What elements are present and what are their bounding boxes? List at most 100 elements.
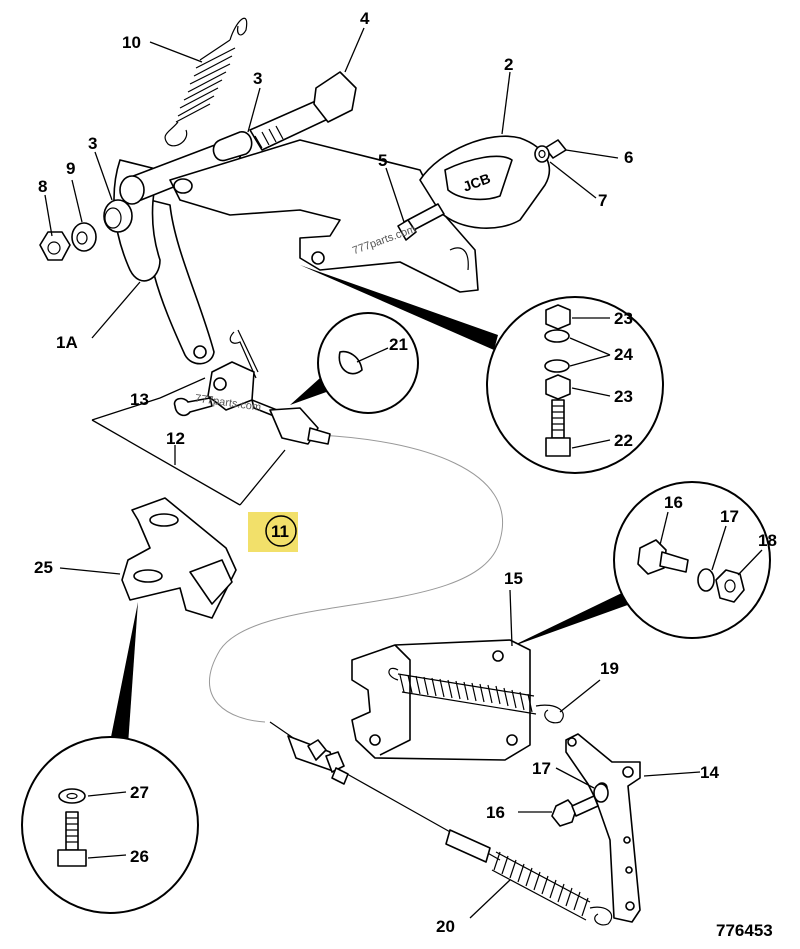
spring-19-hook-left bbox=[388, 667, 399, 681]
detail-22-ring bbox=[486, 296, 664, 474]
pedal-body-hole bbox=[173, 178, 193, 194]
pedal-assembly: JCB bbox=[39, 17, 567, 365]
callout-26: 26 bbox=[130, 847, 149, 866]
bolt-16b-shank bbox=[571, 795, 599, 817]
callout-6: 6 bbox=[624, 148, 633, 167]
bolt-5-head bbox=[397, 219, 417, 241]
cable-line bbox=[208, 434, 503, 723]
clevis-13-hole bbox=[213, 377, 227, 391]
callout-22: 22 bbox=[614, 431, 633, 450]
spring-20-hook bbox=[589, 906, 613, 926]
spring-19-body bbox=[397, 673, 537, 715]
pedal-pad-logo bbox=[444, 155, 513, 201]
washer-9-hole bbox=[76, 231, 88, 245]
plate-14 bbox=[551, 733, 641, 923]
plate-14-hole-5 bbox=[625, 866, 633, 874]
bolt-22-thread bbox=[552, 405, 564, 431]
clevis-pin-12 bbox=[173, 397, 213, 417]
washer-17b bbox=[593, 783, 609, 803]
callout-labels: 10 4 3 3 9 8 2 5 6 7 1A 21 23 24 23 22 1… bbox=[34, 9, 777, 940]
washer-7-hole bbox=[538, 149, 546, 159]
callout-16-top: 16 bbox=[664, 493, 683, 512]
pivot-bolt-4-thread bbox=[254, 125, 284, 149]
bolt-16-shank bbox=[659, 551, 689, 573]
callout-25: 25 bbox=[34, 558, 53, 577]
callout-27: 27 bbox=[130, 783, 149, 802]
pivot-bolt-4-head bbox=[313, 71, 357, 123]
bracket-25-slot-top bbox=[149, 513, 179, 527]
detail-26-ring bbox=[21, 736, 199, 914]
plate-14-body bbox=[565, 733, 641, 923]
callout-11-circle bbox=[265, 515, 297, 547]
clevis-group bbox=[173, 329, 331, 445]
callout-14: 14 bbox=[700, 763, 719, 782]
callout-18: 18 bbox=[758, 531, 777, 550]
callout-13-leader bbox=[91, 377, 286, 506]
callout-12: 12 bbox=[166, 429, 185, 448]
bracket-15-hole-3 bbox=[369, 734, 381, 746]
plate-14-hole-4 bbox=[623, 836, 631, 844]
washer-27 bbox=[58, 788, 86, 804]
detail-circle-22-24 bbox=[300, 265, 664, 474]
bracket-15-hole-1 bbox=[492, 650, 504, 662]
callout-3-left: 3 bbox=[88, 134, 97, 153]
nut-8 bbox=[39, 231, 71, 261]
bracket-25 bbox=[121, 497, 237, 619]
nut-23-bottom bbox=[545, 374, 571, 400]
split-pin bbox=[229, 329, 259, 379]
bolt-22-head bbox=[545, 437, 571, 457]
spring-19-coils bbox=[399, 674, 533, 713]
pedal-lower-lip bbox=[449, 247, 469, 271]
callout-1a: 1A bbox=[56, 333, 78, 352]
callout-10: 10 bbox=[122, 33, 141, 52]
callout-11: 11 bbox=[271, 522, 289, 541]
washer-24-bottom bbox=[544, 359, 570, 373]
callout-19: 19 bbox=[600, 659, 619, 678]
callout-21: 21 bbox=[389, 335, 408, 354]
callout-9: 9 bbox=[66, 159, 75, 178]
washer-9 bbox=[71, 222, 97, 252]
figure-number: 776453 bbox=[716, 921, 773, 940]
callout-7: 7 bbox=[598, 191, 607, 210]
detail-16-pointer bbox=[508, 590, 636, 648]
callout-16-bottom: 16 bbox=[486, 803, 505, 822]
spring-19 bbox=[388, 667, 564, 724]
callout-23-bottom: 23 bbox=[614, 387, 633, 406]
circlip-21 bbox=[338, 350, 363, 375]
washer-17 bbox=[697, 568, 715, 592]
detail-21-ring bbox=[317, 312, 419, 414]
detail-circle-16-18 bbox=[508, 481, 771, 648]
washer-24-top bbox=[544, 329, 570, 343]
callout-4: 4 bbox=[360, 9, 370, 28]
bracket-15 bbox=[351, 639, 531, 761]
bolt-26-head bbox=[57, 849, 87, 867]
nut-23-top bbox=[545, 304, 571, 330]
bushing-left bbox=[103, 199, 133, 233]
washer-27-hole bbox=[66, 792, 78, 800]
bracket-15-hole-2 bbox=[506, 734, 518, 746]
pivot-tube-end bbox=[119, 175, 145, 205]
detail-16-ring bbox=[613, 481, 771, 639]
spring-20-coils bbox=[493, 851, 589, 917]
bracket-25-slot-bottom bbox=[133, 569, 163, 583]
return-spring-10-hook-top bbox=[229, 17, 248, 41]
callout-8: 8 bbox=[38, 177, 47, 196]
return-spring-10-hook-bottom bbox=[164, 121, 188, 147]
callout-3-right: 3 bbox=[253, 69, 262, 88]
plate-14-hole-2 bbox=[622, 766, 634, 778]
return-spring-10 bbox=[175, 39, 236, 123]
bushing-right bbox=[212, 131, 253, 162]
cable-ferrule-20 bbox=[445, 829, 491, 863]
callout-15: 15 bbox=[504, 569, 523, 588]
callout-5: 5 bbox=[378, 151, 387, 170]
spring-20-body bbox=[491, 851, 591, 921]
cable-end-ferrule bbox=[307, 427, 331, 445]
plate-14-hole-1 bbox=[567, 737, 577, 747]
leader-lines bbox=[44, 27, 763, 919]
callout-13: 13 bbox=[130, 390, 149, 409]
cable-lock-nut-1 bbox=[307, 739, 327, 761]
bolt-26-thread bbox=[66, 817, 78, 843]
bracket-25-clip bbox=[189, 559, 233, 605]
bolt-16-head bbox=[637, 539, 667, 575]
